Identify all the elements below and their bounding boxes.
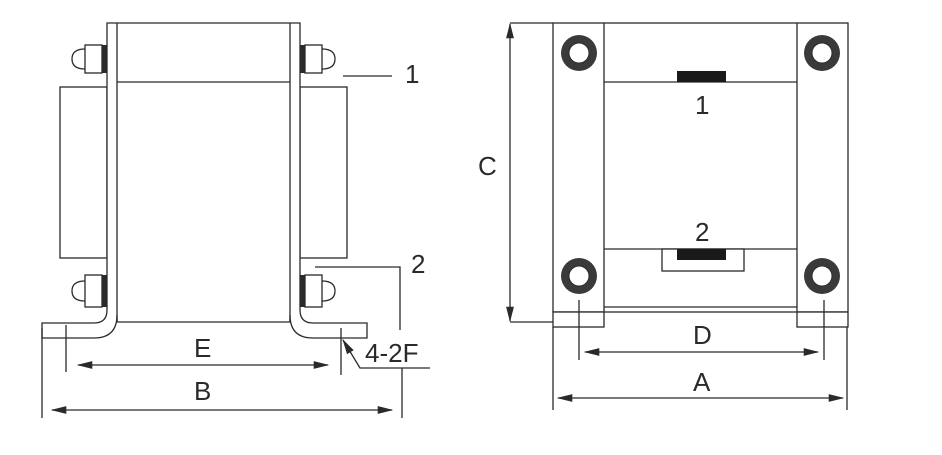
bolt-icon: [300, 44, 336, 74]
right-coil: [299, 86, 348, 259]
mounting-hole-icon: [804, 258, 840, 294]
dimension-c-label: C: [478, 151, 497, 181]
dimension-b-label: B: [194, 376, 211, 406]
bolt-icon: [300, 274, 336, 308]
front-label-part1: 1: [695, 90, 709, 120]
bolt-icon: [71, 44, 107, 74]
mounting-hole-icon: [561, 35, 597, 71]
dimension-d-label: D: [693, 320, 712, 350]
terminal-1: [677, 71, 726, 82]
mounting-hole-icon: [804, 35, 840, 71]
right-foot: [796, 311, 849, 328]
dimension-e-label: E: [194, 333, 211, 363]
side-label-part1: 1: [405, 59, 419, 89]
mounting-hole-icon: [561, 258, 597, 294]
side-view: 1 2 4-2F E B: [41, 22, 430, 418]
front-label-part2: 2: [695, 217, 709, 247]
left-coil: [59, 86, 108, 259]
bolt-icon: [71, 274, 107, 308]
dimension-a-label: A: [693, 367, 711, 397]
hole-spec-label: 4-2F: [365, 338, 418, 368]
terminal-2: [677, 249, 726, 260]
side-label-part2: 2: [411, 249, 425, 279]
front-view: 1 2 C D A: [478, 22, 849, 410]
